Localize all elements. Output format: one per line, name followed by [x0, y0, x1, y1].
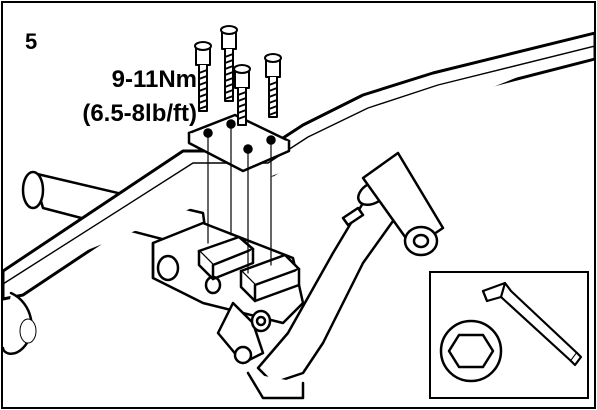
handlebar-assembly-illustration	[3, 25, 594, 400]
handlebar	[3, 31, 594, 355]
tool-inset	[429, 271, 589, 399]
clamp-plate	[187, 113, 291, 173]
torque-lbft: (6.5-8lb/ft)	[82, 100, 197, 127]
bolt	[264, 53, 282, 118]
alignment-guides	[207, 123, 272, 274]
bolt	[194, 41, 212, 112]
bolt	[220, 25, 238, 102]
folding-lever	[246, 151, 445, 400]
step-number: 5	[25, 29, 38, 54]
torque-nm: 9-11Nm	[111, 66, 197, 93]
hex-socket-icon	[439, 319, 503, 383]
bolt	[233, 64, 251, 126]
torque-spec: 9-11Nm (6.5-8lb/ft)	[21, 63, 197, 131]
lower-clamp-blocks	[197, 235, 301, 303]
hex-key-icon	[481, 281, 583, 367]
